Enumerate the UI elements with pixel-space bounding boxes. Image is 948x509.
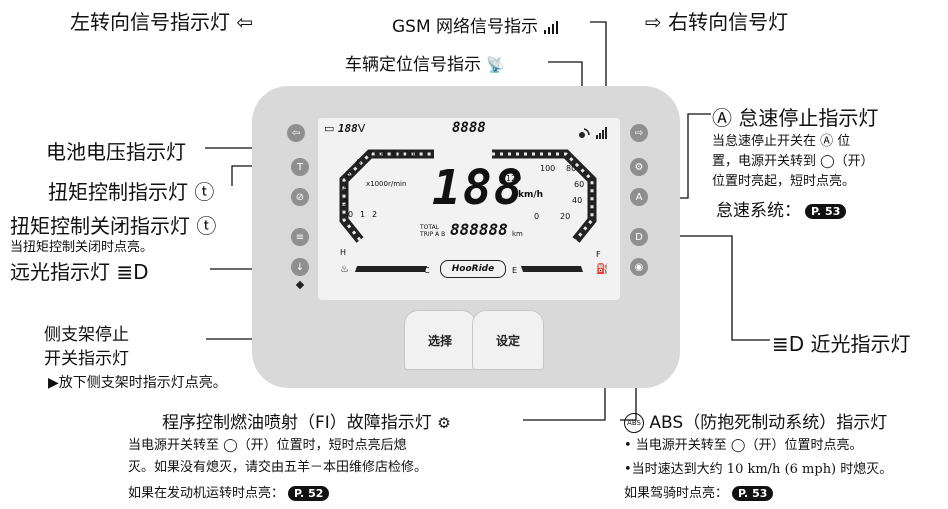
low-beam-label: ≣D 近光指示灯 xyxy=(772,332,911,356)
speed-tick-120: 120 xyxy=(506,174,522,183)
abs-label: ABS ABS（防抱死制动系统）指示灯 xyxy=(624,408,887,433)
set-button[interactable]: 设定 xyxy=(472,310,544,370)
speed-tick-60: 60 xyxy=(574,180,585,189)
torque-off-note: 当扭矩控制关闭时点亮。 xyxy=(10,240,154,255)
odo-unit: km xyxy=(512,230,523,238)
speed-tick-80: 80 xyxy=(566,164,577,173)
abs-note-1: • 当电源开关转至 ◯（开）位置时点亮。 xyxy=(624,438,863,453)
high-beam-label: 远光指示灯 ≣D xyxy=(10,260,149,284)
tach-tick-9: 9 xyxy=(392,150,398,159)
battery-label: 电池电压指示灯 xyxy=(46,140,186,164)
fuel-f-label: F xyxy=(596,250,601,259)
tachometer-arc xyxy=(339,149,434,243)
speed-tick-40: 40 xyxy=(572,196,583,205)
idle-stop-note-1: 当怠速停止开关在 Ⓐ 位 xyxy=(712,134,851,149)
gsm-signal-icon xyxy=(596,124,608,143)
tach-tick-6: 6 xyxy=(356,158,362,167)
abs-note-2: •当时速达到大约 10 km/h (6 mph) 时熄灭。 xyxy=(624,462,893,477)
idle-stop-note-2: 置，电源开关转到 ◯（开） xyxy=(712,154,874,169)
side-stand-icon: ↓ xyxy=(291,258,309,276)
speedometer-arc xyxy=(492,149,597,243)
gps-label: 车辆定位信号指示 📡 xyxy=(345,55,506,75)
top-odo: 8888 xyxy=(452,120,486,136)
tach-tick-0: 0 xyxy=(348,210,354,219)
fuel-gauge-bar xyxy=(520,266,584,272)
right-turn-label: ⇨ 右转向信号灯 xyxy=(645,10,789,34)
engine-icon: ⚙ xyxy=(437,414,451,432)
page-ref-badge: P. 53 xyxy=(732,486,774,501)
tach-tick-7: 7 xyxy=(368,150,374,159)
rpm-unit: x1000r/min xyxy=(366,180,407,188)
side-stand-label-1: 侧支架停止 xyxy=(44,325,129,345)
tach-tick-4: 4 xyxy=(343,184,349,193)
temp-gauge-bar xyxy=(354,266,428,272)
abs-indicator-icon: ◉ xyxy=(630,258,648,276)
side-stand-label-2: 开关指示灯 xyxy=(44,349,129,369)
battery-readout: ▭ 188V xyxy=(324,122,366,135)
fi-label: 程序控制燃油喷射（FI）故障指示灯 ⚙ xyxy=(162,413,451,433)
torque-label: 扭矩控制指示灯 ⓣ xyxy=(48,180,215,204)
tach-tick-8: 8 xyxy=(380,150,386,159)
high-beam-icon: ≡ xyxy=(291,228,309,246)
left-turn-indicator-icon: ⇦ xyxy=(287,124,305,142)
tach-tick-5: 5 xyxy=(346,170,352,179)
gps-signal-icon xyxy=(578,124,590,143)
low-beam-icon: D xyxy=(630,228,648,246)
torque-control-icon: T xyxy=(291,158,309,176)
tach-tick-3: 3 xyxy=(343,198,349,207)
coolant-icon: ♨ xyxy=(340,264,349,275)
abs-icon: ABS xyxy=(624,413,644,433)
battery-icon: ▭ xyxy=(324,122,335,135)
satellite-icon: 📡 xyxy=(486,56,506,74)
idle-system-line: 怠速系统：P. 53 xyxy=(716,196,847,221)
select-button[interactable]: 选择 xyxy=(404,310,476,370)
signal-bars-icon xyxy=(544,21,559,34)
fuel-e-label: E xyxy=(512,266,518,275)
page-ref-badge: P. 53 xyxy=(805,203,847,219)
fi-note-1: 当电源开关转至 ◯（开）位置时，短时点亮后熄 xyxy=(128,438,407,453)
fi-note-2: 灭。如果没有熄灭，请交由五羊－本田维修店检修。 xyxy=(128,460,428,475)
brand-logo: HooRide xyxy=(440,260,506,278)
page-ref-badge: P. 52 xyxy=(288,486,330,501)
speed-readout: 188 xyxy=(432,160,525,216)
speed-tick-0: 0 xyxy=(534,212,540,221)
fuel-pump-icon: ⛽ xyxy=(596,264,609,275)
side-stand-note: ▶放下侧支架时指示灯点亮。 xyxy=(48,375,227,391)
speed-unit: km/h xyxy=(518,190,544,200)
temp-c-label: C xyxy=(424,266,430,275)
tach-tick-1: 1 xyxy=(360,210,366,219)
torque-off-label: 扭矩控制关闭指示灯 ⓣ xyxy=(10,214,217,238)
idle-stop-label: Ⓐ 怠速停止指示灯 xyxy=(712,106,879,130)
fi-warning-icon: ⚙ xyxy=(630,158,648,176)
idle-stop-note-3: 位置时亮起，短时点亮。 xyxy=(712,174,856,189)
right-turn-indicator-icon: ⇨ xyxy=(630,124,648,142)
fi-note-3: 如果在发动机运转时点亮：P. 52 xyxy=(128,482,330,501)
tach-tick-2: 2 xyxy=(372,210,378,219)
odometer-readout: 888888 xyxy=(450,220,508,239)
idle-stop-icon: A xyxy=(630,188,648,206)
speed-tick-20: 20 xyxy=(560,212,571,221)
tach-tick-10: 10 xyxy=(404,150,415,159)
speed-tick-100: 100 xyxy=(540,164,556,173)
left-turn-label: 左转向信号指示灯 ⇦ xyxy=(70,10,254,34)
gsm-label: GSM 网络信号指示 xyxy=(392,12,561,37)
torque-off-icon: ⊘ xyxy=(291,188,309,206)
abs-note-3: 如果驾骑时点亮：P. 53 xyxy=(624,482,774,501)
temp-h-label: H xyxy=(340,248,347,257)
